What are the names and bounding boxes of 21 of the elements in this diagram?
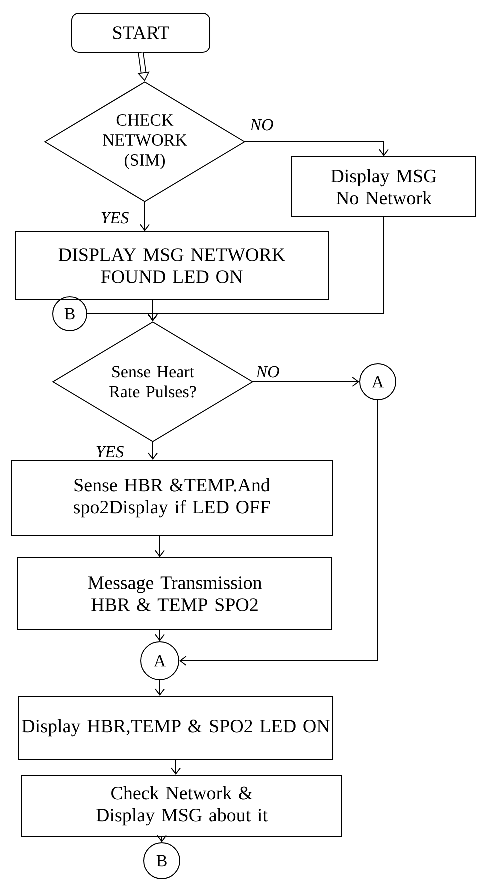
- arrow: [155, 630, 165, 642]
- process-box: DISPLAY MSG NETWORK FOUND LED ON: [15, 232, 329, 300]
- process-box: Display MSG No Network: [292, 156, 476, 218]
- arrow: [140, 202, 150, 232]
- arrow: [180, 400, 378, 666]
- arrow: [253, 377, 360, 387]
- arrow: [155, 680, 165, 696]
- process-box: Check Network & Display MSG about it: [22, 775, 342, 837]
- edge-label: YES: [94, 445, 126, 459]
- process-box: Sense HBR &TEMP.And spo2Display if LED OFF: [11, 460, 333, 536]
- arrow: [148, 442, 158, 460]
- edge-label: NO: [249, 118, 275, 132]
- arrow: [155, 536, 165, 558]
- edge-label: YES: [100, 211, 130, 225]
- process-box: Display HBR,TEMP & SPO2 LED ON: [18, 696, 334, 760]
- edge-label: NO: [255, 365, 281, 379]
- arrow: [245, 142, 389, 156]
- start-terminal: START: [72, 13, 210, 53]
- arrow: [171, 760, 181, 775]
- arrow: [148, 217, 384, 322]
- process-box: Message Transmission HBR & TEMP SPO2: [18, 558, 332, 630]
